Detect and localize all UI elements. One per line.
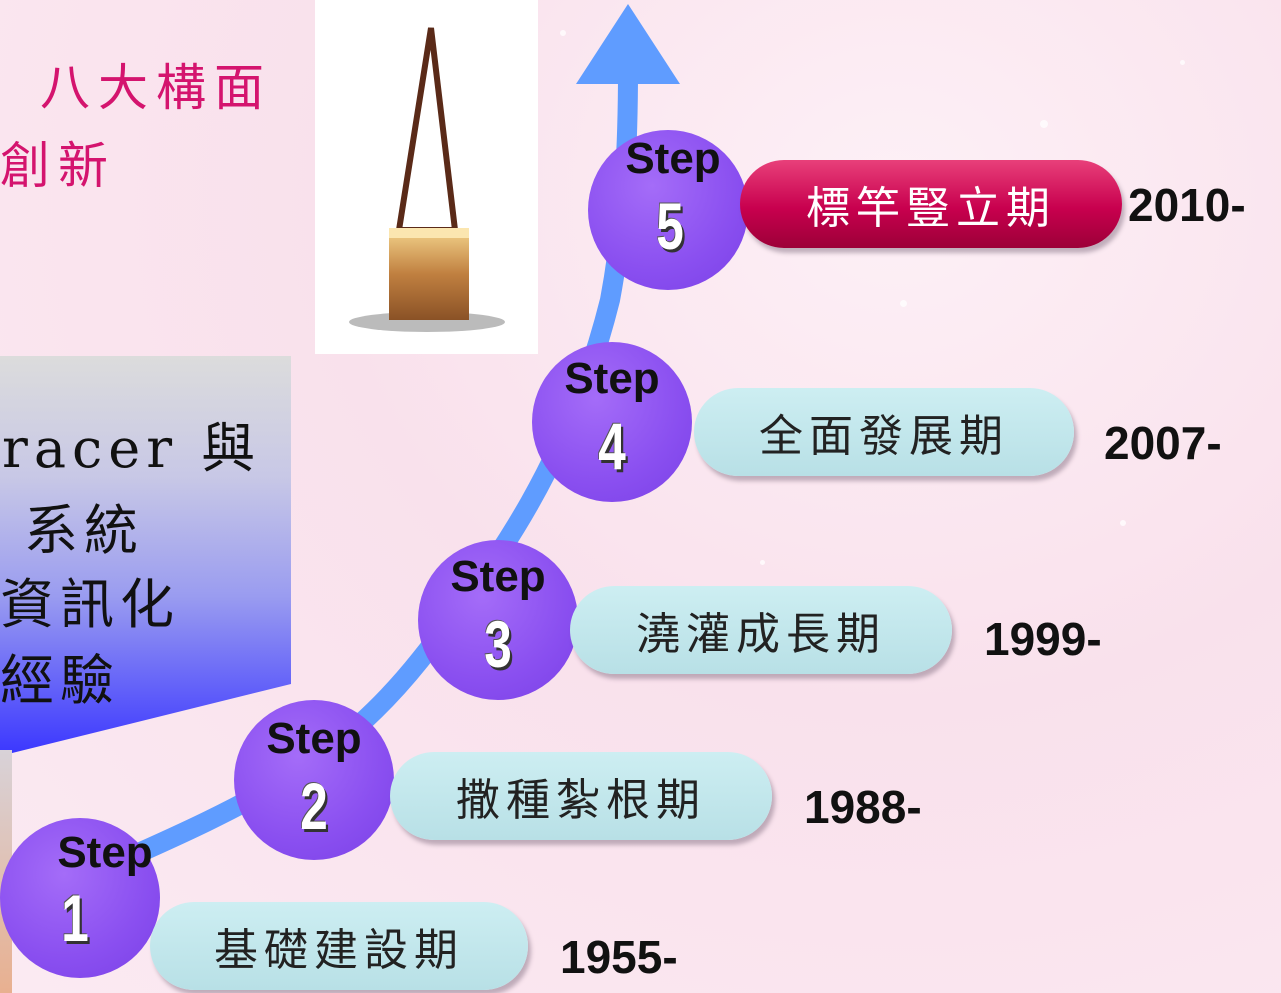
step-circle-2: Step 2 bbox=[234, 700, 394, 860]
step-pill-2: 撒種紮根期 bbox=[390, 752, 772, 840]
heading-line-1: 八大構面 bbox=[40, 59, 272, 117]
step-word-3: Step bbox=[450, 552, 546, 601]
panel-line-3: 資訊化 bbox=[0, 573, 180, 636]
step-word-5: Step bbox=[625, 134, 721, 183]
step-pill-5: 標竿豎立期 bbox=[740, 160, 1122, 248]
step-pill-3: 澆灌成長期 bbox=[570, 586, 952, 674]
step-number-4: 4 bbox=[598, 409, 626, 483]
step-pill-4: 全面發展期 bbox=[694, 388, 1074, 476]
step-year-3: 1999- bbox=[984, 613, 1102, 665]
step-word-4: Step bbox=[564, 354, 660, 403]
step-number-2: 2 bbox=[300, 769, 328, 843]
step-number-1: 1 bbox=[61, 881, 89, 955]
step-year-1: 1955- bbox=[560, 931, 678, 983]
step-number-5: 5 bbox=[656, 189, 684, 263]
step-word-2: Step bbox=[266, 714, 362, 763]
step-circle-5: Step 5 bbox=[588, 130, 748, 290]
step-circle-3: Step 3 bbox=[418, 540, 578, 700]
step-word-1: Step bbox=[57, 828, 153, 877]
step-year-5: 2010- bbox=[1128, 179, 1246, 231]
step-circle-1: Step 1 bbox=[0, 818, 160, 978]
panel-line-2: 系統 bbox=[24, 499, 144, 562]
step-year-2: 1988- bbox=[804, 781, 922, 833]
trophy-image bbox=[315, 0, 538, 354]
step-number-3: 3 bbox=[484, 607, 512, 681]
step-year-4: 2007- bbox=[1104, 417, 1222, 469]
step-circle-4: Step 4 bbox=[532, 342, 692, 502]
step-pill-1: 基礎建設期 bbox=[150, 902, 528, 990]
panel-line-4: 經驗 bbox=[0, 649, 120, 712]
heading-line-2: 創新 bbox=[0, 137, 116, 195]
left-info-panel bbox=[0, 356, 291, 756]
arrow-head-icon bbox=[576, 4, 680, 84]
panel-line-1: racer 與 bbox=[2, 417, 262, 480]
